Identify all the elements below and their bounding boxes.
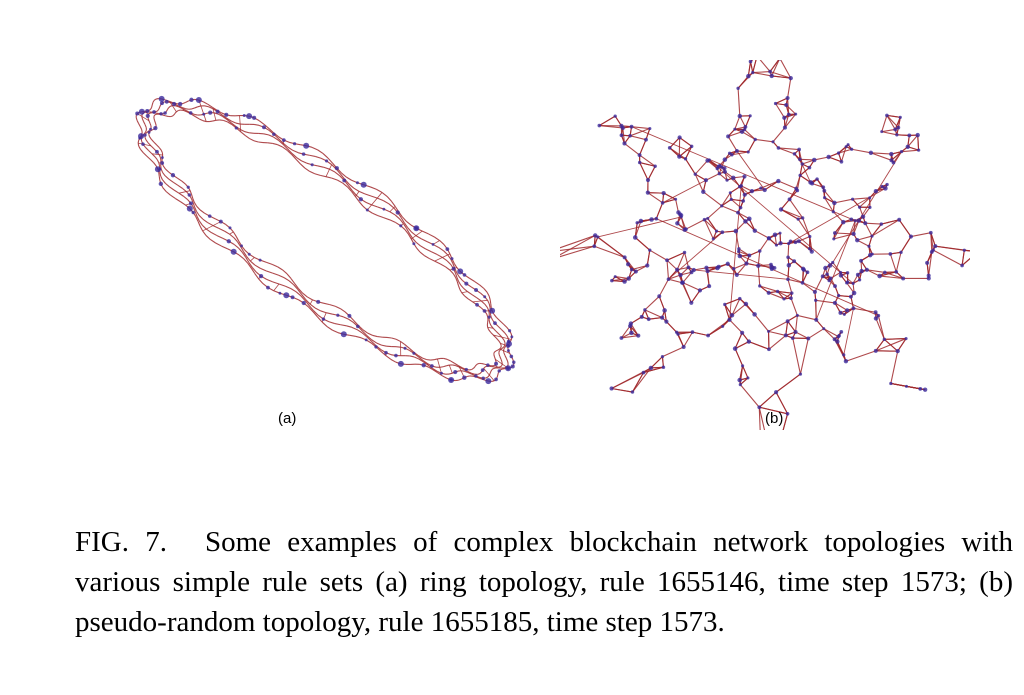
caption-text: Some examples of complex blockchain netw… — [75, 526, 1013, 638]
pseudo-random-network-drawing — [560, 60, 970, 430]
figure-number: FIG. 7. — [75, 526, 167, 558]
panel-b-label: (b) — [765, 410, 784, 427]
panel-a-label: (a) — [278, 410, 297, 427]
ring-network-drawing — [135, 95, 516, 385]
figure-caption: FIG. 7.Some examples of complex blockcha… — [75, 522, 1013, 642]
ring-topology-graph: (a) — [120, 60, 520, 430]
pseudo-random-topology-graph: (b) — [560, 60, 970, 430]
